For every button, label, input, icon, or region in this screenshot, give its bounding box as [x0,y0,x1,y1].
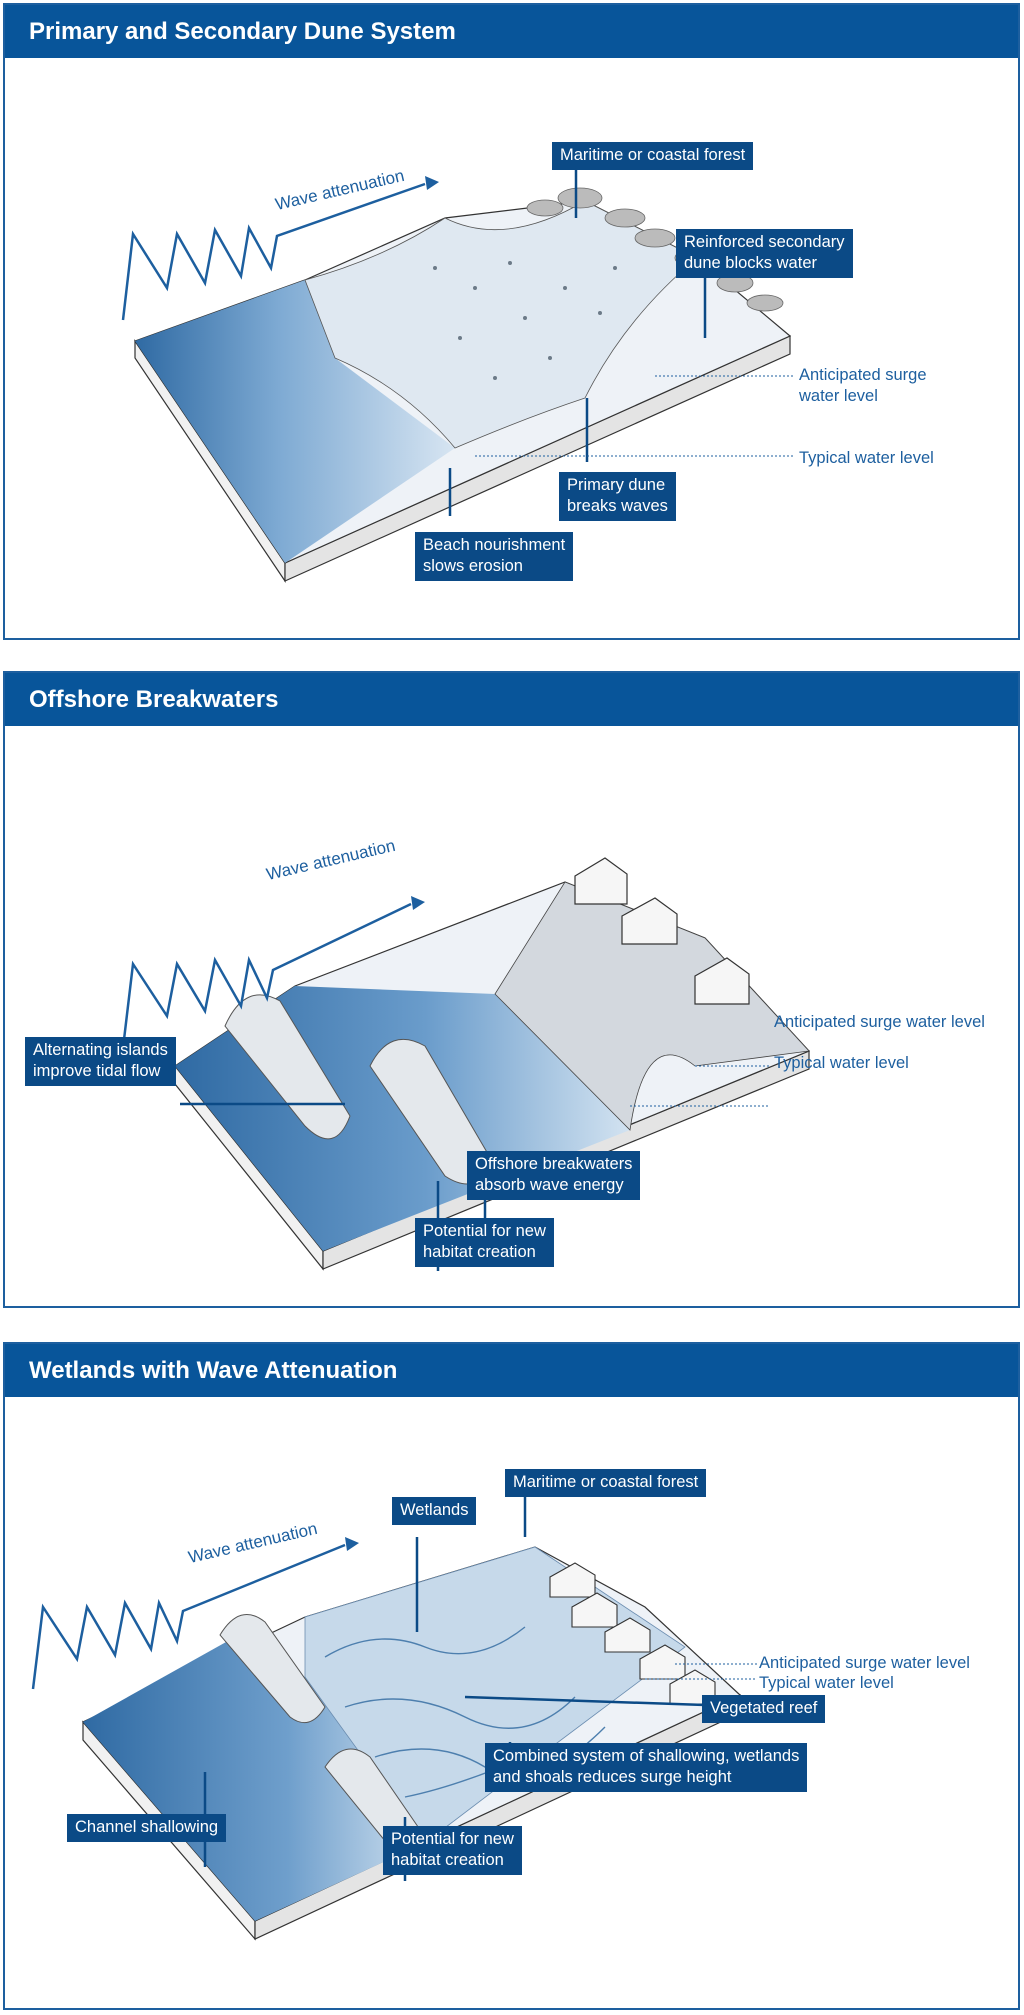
callout-wetlands: Wetlands [392,1497,477,1525]
callout-channel-shallowing: Channel shallowing [67,1814,227,1842]
panel-title: Offshore Breakwaters [5,673,1018,726]
label-anticipated-surge: Anticipated surge water level [799,366,927,405]
callout-beach-nourishment: Beach nourishment slows erosion [415,532,574,581]
callout-habitat-creation: Potential for new habitat creation [415,1218,554,1267]
panel-title: Primary and Secondary Dune System [5,5,1018,58]
callout-secondary-dune: Reinforced secondary dune blocks water [676,229,853,278]
callout-primary-dune: Primary dune breaks waves [559,472,676,521]
breakwaters-illustration [121,857,811,1271]
houses [574,857,750,1005]
panel-dune-system: Primary and Secondary Dune System [3,3,1020,640]
panel-wetlands: Wetlands with Wave Attenuation [3,1342,1020,2010]
panel-offshore-breakwaters: Offshore Breakwaters [3,671,1020,1308]
wetlands-illustration [31,1495,757,1941]
callout-alternating-islands: Alternating islands improve tidal flow [25,1037,176,1086]
label-typical-water: Typical water level [774,1054,909,1072]
callout-offshore-breakwaters: Offshore breakwaters absorb wave energy [467,1151,641,1200]
callout-habitat-creation: Potential for new habitat creation [383,1826,522,1875]
label-typical-water: Typical water level [759,1674,894,1692]
houses [549,1562,716,1705]
callout-vegetated-reef: Vegetated reef [702,1695,826,1723]
callout-coastal-forest: Maritime or coastal forest [505,1469,707,1497]
dune-illustration [121,158,795,583]
dune-vegetation [433,261,617,380]
callout-combined-system: Combined system of shallowing, wetlands … [485,1743,808,1792]
label-typical-water: Typical water level [799,449,934,467]
label-anticipated-surge: Anticipated surge water level [774,1013,985,1031]
label-anticipated-surge: Anticipated surge water level [759,1654,970,1672]
callout-coastal-forest: Maritime or coastal forest [552,142,754,170]
panel-title: Wetlands with Wave Attenuation [5,1344,1018,1397]
